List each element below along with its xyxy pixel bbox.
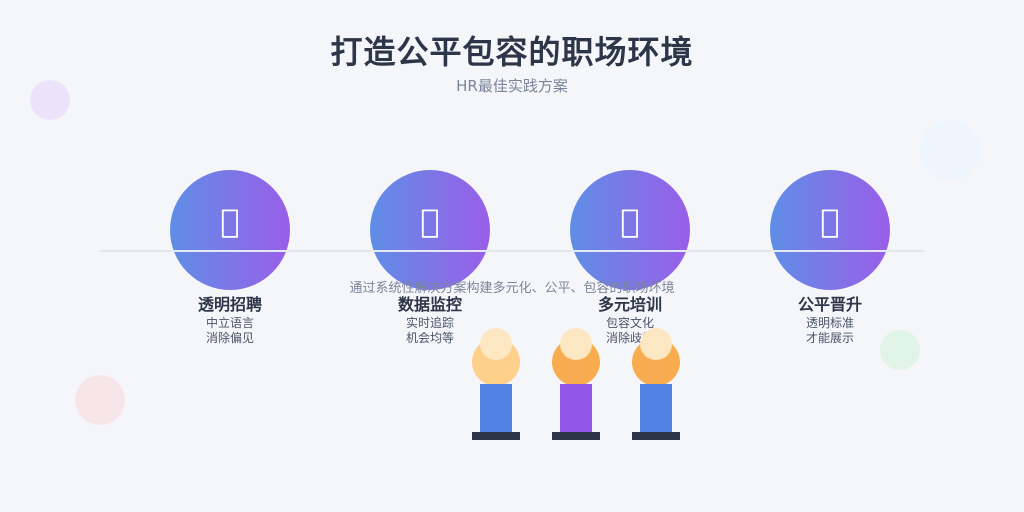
- decor-bubble-blue: [920, 120, 980, 180]
- step-detail: 透明标准: [805, 316, 854, 330]
- person-figure: [472, 328, 520, 440]
- timeline-segment: [370, 250, 490, 252]
- step-data-monitoring:  数据监控 实时追踪 机会均等: [330, 170, 530, 346]
- person-figure: [632, 328, 680, 440]
- step-fair-promotion:  公平晋升 透明标准 才能展示: [730, 170, 930, 346]
- person-head: [480, 328, 512, 360]
- person-base: [552, 432, 600, 440]
- person-body: [640, 384, 672, 432]
- trophy-icon: : [770, 201, 890, 241]
- step-icon-circle: : [770, 170, 890, 290]
- person-head: [560, 328, 592, 360]
- page-title: 打造公平包容的职场环境: [330, 33, 694, 71]
- page-subtitle: HR最佳实践方案: [456, 77, 568, 95]
- decor-bubble-green: [880, 330, 920, 370]
- step-title: 透明招聘: [197, 295, 262, 314]
- step-title: 数据监控: [397, 295, 462, 314]
- timeline-segment: [570, 250, 690, 252]
- timeline-segment: [770, 250, 890, 252]
- step-title: 公平晋升: [797, 295, 862, 314]
- step-detail: 才能展示: [805, 331, 854, 345]
- step-transparent-hiring:  透明招聘 中立语言 消除偏见: [130, 170, 330, 346]
- timeline-segment: [170, 250, 290, 252]
- step-title: 多元培训: [597, 295, 662, 314]
- person-body: [480, 384, 512, 432]
- person-base: [472, 432, 520, 440]
- graduation-icon: : [570, 201, 690, 241]
- step-icon-circle: : [370, 170, 490, 290]
- summary-caption: 通过系统性解决方案构建多元化、公平、包容的职场环境: [349, 281, 675, 296]
- decor-bubble-purple: [30, 80, 70, 120]
- chart-icon: : [370, 201, 490, 241]
- user-check-icon: : [170, 201, 290, 241]
- step-icon-circle: : [570, 170, 690, 290]
- step-detail: 机会均等: [405, 331, 454, 345]
- person-body: [560, 384, 592, 432]
- step-detail: 消除偏见: [205, 331, 254, 345]
- timeline-line: [100, 250, 924, 252]
- person-head: [640, 328, 672, 360]
- step-detail: 包容文化: [605, 316, 654, 330]
- decor-bubble-pink: [75, 375, 125, 425]
- step-icon-circle: : [170, 170, 290, 290]
- step-detail: 中立语言: [205, 316, 254, 330]
- step-detail: 实时追踪: [405, 316, 454, 330]
- person-figure: [552, 328, 600, 440]
- step-diversity-training:  多元培训 包容文化 消除歧视: [530, 170, 730, 346]
- person-base: [632, 432, 680, 440]
